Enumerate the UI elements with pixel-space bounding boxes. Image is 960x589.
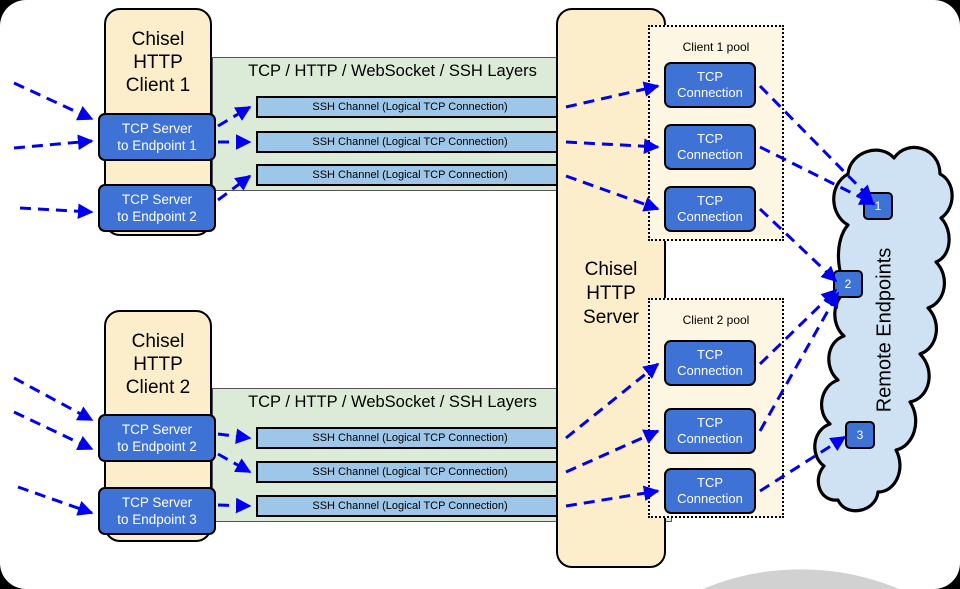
remote-endpoint-3[interactable]: 3 (845, 421, 875, 449)
client1-tcp-server-endpoint2[interactable]: TCP Server to Endpoint 2 (98, 184, 216, 232)
client1-layer-title: TCP / HTTP / WebSocket / SSH Layers (248, 62, 537, 80)
client2-title-line1: Chisel (131, 331, 185, 352)
client2-pool-connection-2-line2: Connection (677, 431, 743, 446)
chisel-server-title-line1: Chisel (584, 259, 638, 280)
client2-tcp-server-endpoint3[interactable]: TCP Server to Endpoint 3 (98, 487, 216, 535)
client1-pool-connection-1-line1: TCP (697, 69, 723, 84)
remote-endpoint-1[interactable]: 1 (863, 192, 893, 220)
client2-layer-title: TCP / HTTP / WebSocket / SSH Layers (248, 393, 537, 411)
arrow-in-client1-c (19, 203, 94, 220)
client1-pool-connection-2-line1: TCP (697, 131, 723, 146)
chisel-server-title-line2: HTTP (586, 283, 636, 304)
client1-pool-connection-1-line2: Connection (677, 85, 743, 100)
client2-pool-connection-1-line2: Connection (677, 363, 743, 378)
client2-pool-connection-3-line2: Connection (677, 491, 743, 506)
client1-pool-connection-3-line2: Connection (677, 209, 743, 224)
client2-pool-connection-1[interactable]: TCP Connection (664, 340, 756, 386)
client2-tcp-server-endpoint2[interactable]: TCP Server to Endpoint 2 (98, 414, 216, 462)
client2-tcp-server-endpoint3-line1: TCP Server (121, 495, 193, 510)
client2-tcp-server-endpoint3-line2: to Endpoint 3 (117, 512, 197, 527)
client1-pool-connection-1[interactable]: TCP Connection (664, 62, 756, 108)
client2-pool-connection-2-line1: TCP (697, 415, 723, 430)
wechat-icon (702, 569, 899, 589)
client1-title-line3: Client 1 (125, 75, 191, 96)
watermark: 公众号 · 只会看监控的实习生 (528, 534, 960, 589)
client1-ssh-channel-2[interactable]: SSH Channel (Logical TCP Connection) (256, 131, 564, 153)
client2-pool-connection-1-line1: TCP (697, 347, 723, 362)
client2-ssh-channel-3[interactable]: SSH Channel (Logical TCP Connection) (256, 495, 564, 517)
chisel-server-title-line3: Server (583, 307, 639, 328)
client1-ssh-channel-3[interactable]: SSH Channel (Logical TCP Connection) (256, 164, 564, 186)
client1-tcp-server-endpoint1[interactable]: TCP Server to Endpoint 1 (98, 113, 216, 161)
client2-title-line3: Client 2 (125, 377, 191, 398)
client1-tcp-server-endpoint2-line2: to Endpoint 2 (117, 209, 197, 224)
client2-pool-connection-3[interactable]: TCP Connection (664, 468, 756, 514)
client2-tcp-server-endpoint2-line2: to Endpoint 2 (117, 439, 197, 454)
arrow-in-client2-c (17, 485, 94, 516)
client1-pool-title: Client 1 pool (682, 40, 750, 54)
client1-tcp-server-endpoint2-line1: TCP Server (121, 192, 193, 207)
client1-pool-connection-2-line2: Connection (677, 147, 743, 162)
client2-ssh-channel-2[interactable]: SSH Channel (Logical TCP Connection) (256, 461, 564, 483)
remote-endpoint-2[interactable]: 2 (833, 270, 863, 298)
client1-title-line2: HTTP (133, 52, 183, 73)
client1-tcp-server-endpoint1-line2: to Endpoint 1 (117, 138, 197, 153)
remote-endpoints-cloud: Remote Endpoints 1 2 3 (810, 130, 960, 530)
client1-pool-connection-3[interactable]: TCP Connection (664, 186, 756, 232)
arrow-in-client1-a (13, 81, 94, 121)
client2-pool-title: Client 2 pool (682, 313, 750, 327)
arrow-in-client2-a (13, 376, 94, 422)
client1-pool-connection-2[interactable]: TCP Connection (664, 124, 756, 170)
client2-title-line2: HTTP (133, 354, 183, 375)
client2-ssh-channel-1[interactable]: SSH Channel (Logical TCP Connection) (256, 427, 564, 449)
client2-tcp-server-endpoint2-line1: TCP Server (121, 422, 193, 437)
client1-ssh-channel-1[interactable]: SSH Channel (Logical TCP Connection) (256, 96, 564, 118)
client2-pool-connection-3-line1: TCP (697, 475, 723, 490)
client1-title-line1: Chisel (131, 29, 185, 50)
client1-tcp-server-endpoint1-line1: TCP Server (121, 121, 193, 136)
cloud-label: Remote Endpoints (873, 247, 896, 413)
arrow-in-client2-b (13, 410, 94, 451)
client1-pool-connection-3-line1: TCP (697, 193, 723, 208)
client2-pool-connection-2[interactable]: TCP Connection (664, 408, 756, 454)
arrow-in-client1-b (13, 134, 94, 151)
